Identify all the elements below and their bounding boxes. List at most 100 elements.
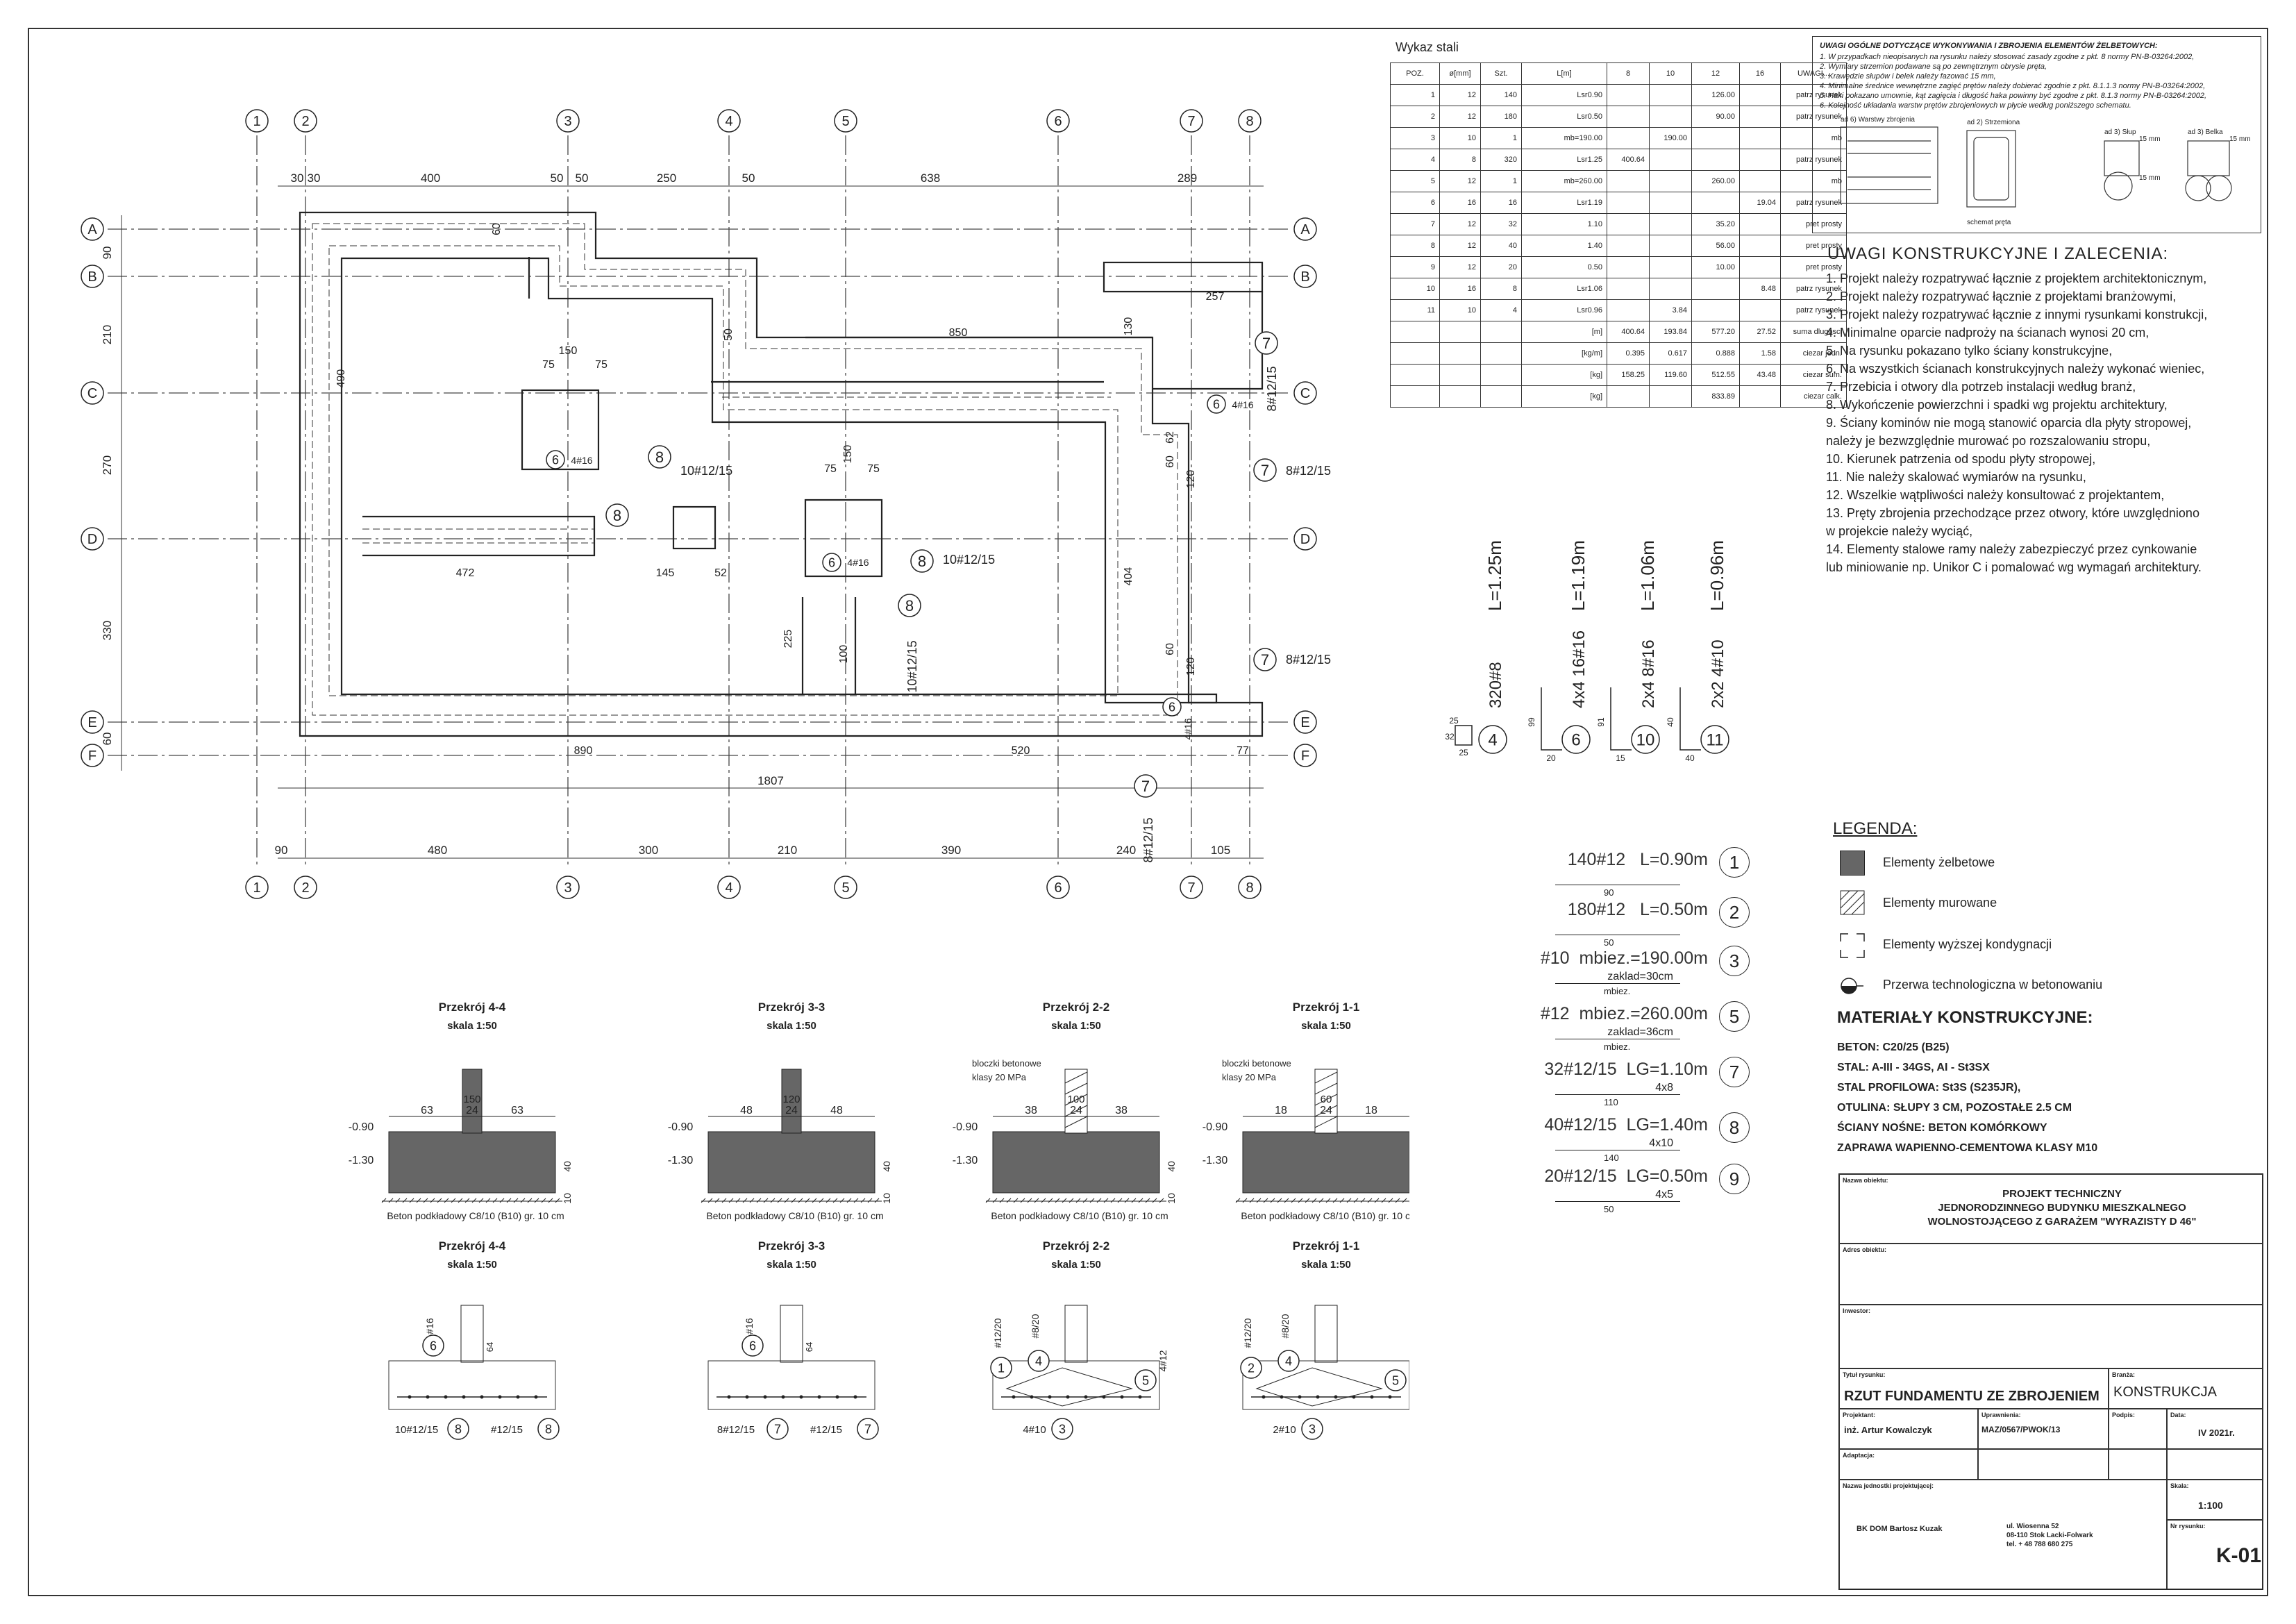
section-level-1-2: -0.90 xyxy=(953,1121,978,1133)
structural-note-4: 5. Na rysunku pokazano tylko ściany kons… xyxy=(1826,344,2113,358)
grid-col-bottom-7: 7 xyxy=(1187,880,1195,896)
tb-object-line-3: WOLNOSTOJĄCEGO Z GARAŻEM "WYRAZISTY D 46… xyxy=(1927,1216,2197,1228)
steel-cell: 180 xyxy=(1480,106,1522,128)
section-note-3: Beton podkładowy C8/10 (B10) gr. 10 cm xyxy=(1241,1210,1409,1221)
steel-cell xyxy=(1607,84,1650,106)
inner-dim-9: 120 xyxy=(1185,658,1197,676)
sketch-label-7: 15 mm xyxy=(2139,174,2161,182)
legend-title: LEGENDA: xyxy=(1833,819,1918,838)
section-bot-num-1-2-circle xyxy=(857,1418,879,1440)
section-level-1-0: -0.90 xyxy=(349,1121,374,1133)
tb-empty-2 xyxy=(2109,1449,2167,1480)
steel-cell: 12 xyxy=(1439,170,1481,192)
plan-bar-label-1: 10#12/15 xyxy=(943,553,995,567)
section-bot-num-0-2-circle xyxy=(537,1418,560,1440)
grid-row-right-E: E xyxy=(1300,715,1309,730)
section-bot-num-1-0: 6 xyxy=(749,1339,756,1353)
grid-col-bottom-1-circle xyxy=(245,876,269,899)
tb-scale-value: 1:100 xyxy=(2198,1500,2223,1511)
inner-dim-6: 60 xyxy=(1164,455,1176,468)
top-dim-1: 30 xyxy=(308,171,321,185)
steel-cell: 20 xyxy=(1480,256,1522,278)
steel-cell: 833.89 xyxy=(1691,385,1740,408)
steel-cell: 1.40 xyxy=(1521,235,1607,257)
steel-cell: 8 xyxy=(1439,149,1481,171)
bar-shape-num-11: 11 xyxy=(1707,731,1724,750)
steel-cell xyxy=(1739,256,1781,278)
bar-list-num: 5 xyxy=(1719,1001,1750,1032)
steel-cell: 90.00 xyxy=(1691,106,1740,128)
grid-col-4: 4 xyxy=(725,114,732,129)
structural-note-10: 10. Kierunek patrzenia od spodu płyty st… xyxy=(1826,452,2096,466)
plan-bar-8b-circle xyxy=(910,549,934,573)
steel-cell xyxy=(1691,278,1740,300)
legend-swatch-masonry xyxy=(1840,890,1865,915)
top-dim-3: 50 xyxy=(551,171,564,185)
steel-cell xyxy=(1739,385,1781,408)
general-note-5: 5. Haki pokazano umownie, kąt zagięcia i… xyxy=(1820,92,2207,100)
steel-cell: 1.58 xyxy=(1739,342,1781,365)
steel-cell: 3.84 xyxy=(1649,299,1692,321)
structural-note-0: 1. Projekt należy rozpatrywać łącznie z … xyxy=(1826,271,2207,285)
steel-cell: 140 xyxy=(1480,84,1522,106)
plan-bar-6c-circle xyxy=(1207,394,1226,414)
steel-cell xyxy=(1691,299,1740,321)
section-dim-mid-1: 24 xyxy=(785,1105,798,1116)
section-bot-num-1-1: 7 xyxy=(774,1422,781,1436)
plan-bar-7d-circle xyxy=(1134,774,1157,798)
bar-list-text: #12 mbiez.=260.00m xyxy=(1540,1004,1708,1023)
steel-cell: 190.00 xyxy=(1649,127,1692,149)
steel-cell: 1 xyxy=(1390,84,1440,106)
bar-list-sub: zaklad=30cm xyxy=(1607,971,1673,982)
steel-cell: 43.48 xyxy=(1739,364,1781,386)
grid-col-bottom-3-circle xyxy=(556,876,580,899)
tb-license-label: Uprawnienia: xyxy=(1981,1412,2021,1418)
steel-cell: 119.60 xyxy=(1649,364,1692,386)
steel-cell: 193.84 xyxy=(1649,321,1692,343)
section-bot-num-0-1-circle xyxy=(447,1418,469,1440)
bottom-dim-5: 240 xyxy=(1116,844,1136,857)
grid-row-D-circle xyxy=(81,527,104,551)
bar-list-sub: 4x8 xyxy=(1655,1082,1673,1094)
steel-cell xyxy=(1739,84,1781,106)
tb-object-cell: Nazwa obiektu: PROJEKT TECHNICZNY JEDNOR… xyxy=(1839,1174,2263,1244)
grid-col-5: 5 xyxy=(841,114,849,129)
sketch-label-5: 15 mm xyxy=(2139,135,2161,143)
steel-cell xyxy=(1739,170,1781,192)
grid-col-6: 6 xyxy=(1054,114,1062,129)
inner-dim-8: 60 xyxy=(1164,643,1176,655)
steel-cell: 12 xyxy=(1439,256,1481,278)
plan-bar-label-5: 8#12/15 xyxy=(1141,817,1155,862)
section-bot-label: 64 xyxy=(485,1342,495,1352)
plan-bar-7c: 7 xyxy=(1262,335,1271,352)
bar-list-text: 180#12 L=0.50m xyxy=(1567,900,1708,919)
plan-bar-label-11: 4#16 xyxy=(1182,718,1193,739)
general-notes-box: UWAGI OGÓLNE DOTYCZĄCE WYKONYWANIA I ZBR… xyxy=(1812,36,2261,233)
section-note-1: Beton podkładowy C8/10 (B10) gr. 10 cm xyxy=(706,1210,883,1221)
plan-bar-label-7: 10#12/15 xyxy=(905,640,919,692)
top-dim-8: 289 xyxy=(1178,171,1197,185)
grid-col-bottom-5-circle xyxy=(834,876,857,899)
steel-cell: 10.00 xyxy=(1691,256,1740,278)
grid-col-4-circle xyxy=(717,109,741,133)
steel-cell: 10 xyxy=(1439,299,1481,321)
tb-investor-cell: Inwestor: xyxy=(1839,1305,2263,1368)
steel-cell xyxy=(1649,84,1692,106)
section-bot-num-0-0-circle xyxy=(422,1334,444,1357)
grid-col-bottom-4-circle xyxy=(717,876,741,899)
steel-cell: 4 xyxy=(1480,299,1522,321)
bar-shape-length-0: L=1.25m xyxy=(1484,540,1505,611)
bar-list-sub: 4x5 xyxy=(1655,1189,1673,1200)
section-bot-num-2-2: 5 xyxy=(1142,1373,1149,1387)
grid-col-bottom-2: 2 xyxy=(301,880,309,896)
steel-header-1: ø[mm] xyxy=(1439,62,1481,85)
steel-cell xyxy=(1607,278,1650,300)
section-bot-num-3-2-circle xyxy=(1384,1369,1407,1391)
section-level-1-3: -0.90 xyxy=(1203,1121,1228,1133)
tb-object-label: Nazwa obiektu: xyxy=(1843,1177,1888,1184)
inner-dim-1: 150 xyxy=(559,345,578,357)
